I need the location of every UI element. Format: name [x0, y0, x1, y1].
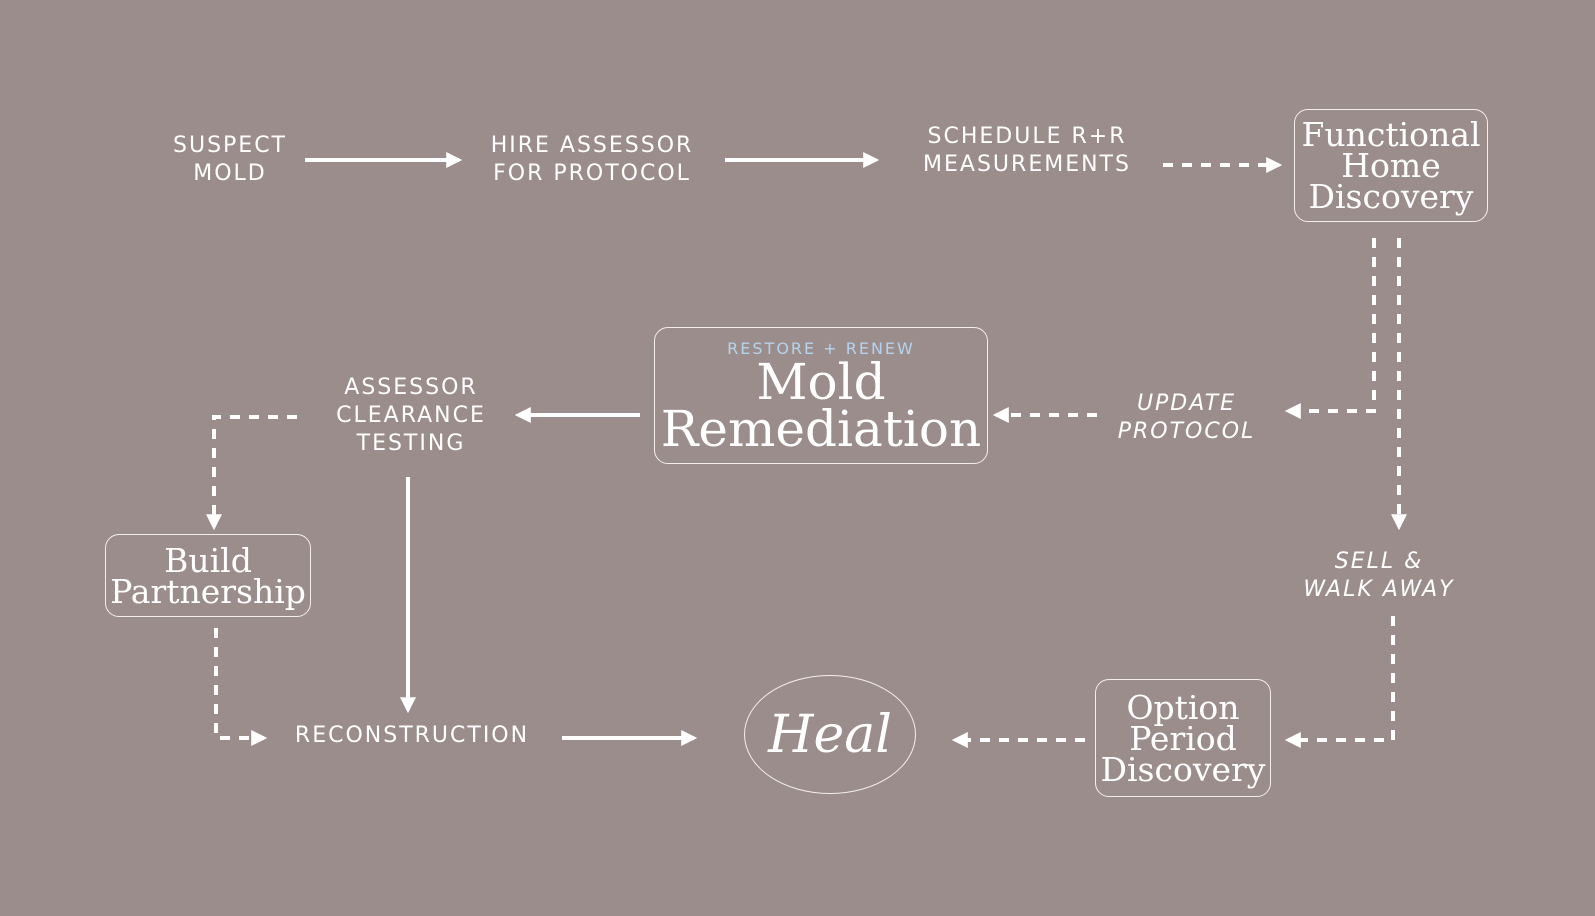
- functional-home-discovery-line-1: Functional: [1301, 115, 1481, 154]
- arrow-functional-to-update: [1284, 238, 1376, 419]
- option-period-discovery-box: Option Period Discovery: [1095, 679, 1271, 797]
- assessor-clearance-testing-line-2: CLEARANCE: [336, 403, 486, 428]
- mold-remediation-line-1: Mold: [756, 352, 886, 411]
- sell-walk-away-line-1: SELL &: [1334, 549, 1424, 574]
- functional-home-discovery-box: Functional Home Discovery: [1294, 109, 1488, 222]
- reconstruction-text: RECONSTRUCTION: [294, 723, 530, 748]
- hire-assessor-label: HIRE ASSESSOR FOR PROTOCOL: [472, 132, 712, 188]
- heal-text: Heal: [768, 704, 892, 765]
- arrow-sell-to-option: [1284, 616, 1395, 748]
- build-partnership-line-1: Build: [164, 540, 252, 580]
- mold-remediation-line-2: Remediation: [660, 399, 982, 458]
- build-partnership-line-2: Partnership: [110, 571, 306, 611]
- option-period-discovery-line-1: Option: [1126, 687, 1240, 727]
- assessor-clearance-testing-label: ASSESSOR CLEARANCE TESTING: [316, 374, 506, 458]
- suspect-mold-label: SUSPECT MOLD: [160, 132, 300, 188]
- hire-assessor-line-1: HIRE ASSESSOR: [490, 133, 694, 158]
- assessor-clearance-testing-line-3: TESTING: [356, 431, 466, 456]
- update-protocol-line-1: UPDATE: [1136, 391, 1237, 416]
- option-period-discovery-line-3: Discovery: [1100, 749, 1266, 789]
- update-protocol-line-2: PROTOCOL: [1117, 419, 1256, 444]
- heal-ellipse: Heal: [744, 675, 916, 794]
- functional-home-discovery-line-2: Home: [1341, 146, 1441, 185]
- restore-renew-kicker: RESTORE + RENEW: [727, 338, 915, 358]
- arrow-partnership-to-reconstruction: [214, 628, 268, 746]
- build-partnership-box: Build Partnership: [105, 534, 311, 617]
- suspect-mold-line-1: SUSPECT: [173, 133, 287, 158]
- sell-walk-away-line-2: WALK AWAY: [1303, 577, 1455, 602]
- assessor-clearance-testing-line-1: ASSESSOR: [344, 375, 478, 400]
- option-period-discovery-line-2: Period: [1129, 718, 1237, 758]
- suspect-mold-line-2: MOLD: [193, 161, 267, 186]
- schedule-measurements-line-1: SCHEDULE R+R: [927, 124, 1127, 149]
- arrow-clearance-to-partnership: [206, 415, 297, 531]
- reconstruction-label: RECONSTRUCTION: [272, 722, 552, 750]
- schedule-measurements-line-2: MEASUREMENTS: [923, 152, 1131, 177]
- mold-remediation-box: RESTORE + RENEW Mold Remediation: [654, 327, 988, 464]
- hire-assessor-line-2: FOR PROTOCOL: [493, 161, 691, 186]
- functional-home-discovery-line-3: Discovery: [1308, 177, 1474, 216]
- update-protocol-label: UPDATE PROTOCOL: [1099, 390, 1274, 446]
- sell-walk-away-label: SELL & WALK AWAY: [1282, 548, 1476, 604]
- schedule-measurements-label: SCHEDULE R+R MEASUREMENTS: [902, 123, 1152, 179]
